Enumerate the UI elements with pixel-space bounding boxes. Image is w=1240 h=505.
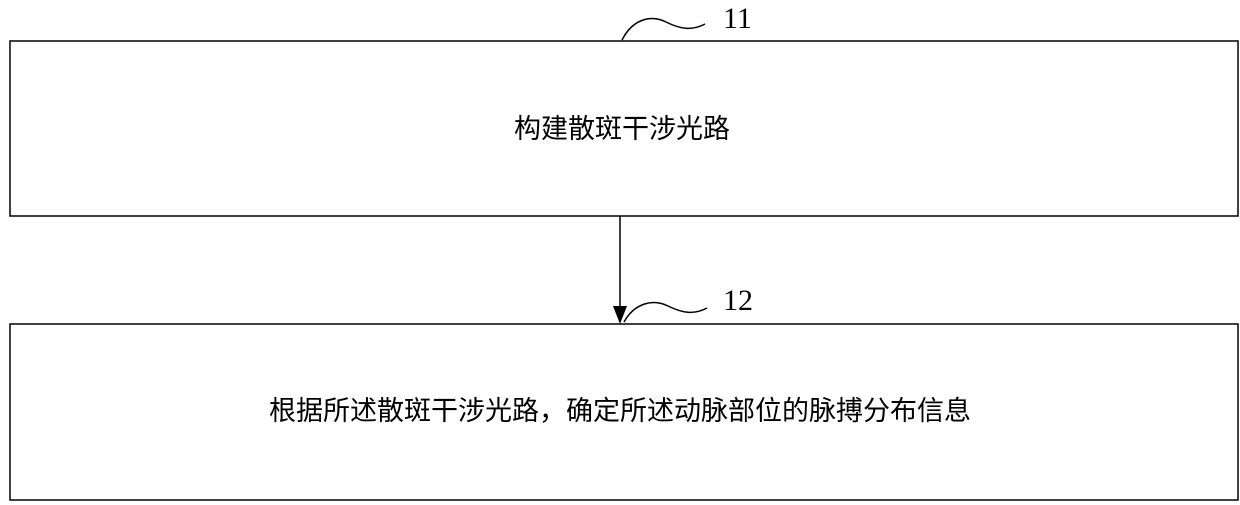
step-11-number: 11 bbox=[723, 2, 752, 35]
step-11-leader-line bbox=[622, 19, 705, 40]
step-12-leader-line bbox=[624, 303, 707, 322]
step-12-text: 根据所述散斑干涉光路，确定所述动脉部位的脉搏分布信息 bbox=[269, 396, 971, 427]
step-11-text: 构建散斑干涉光路 bbox=[514, 114, 730, 145]
step-12-number: 12 bbox=[723, 284, 753, 317]
